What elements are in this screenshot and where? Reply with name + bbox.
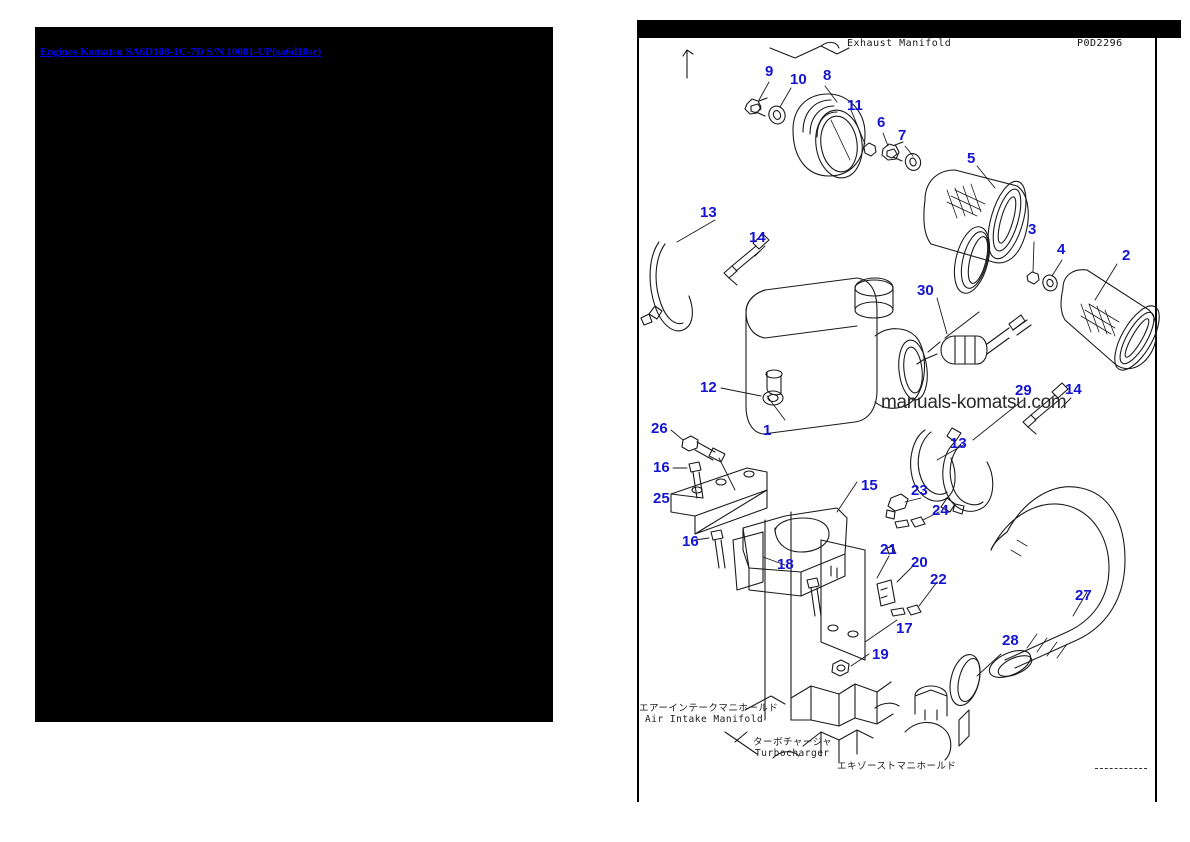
callout-number-10: 10 — [790, 71, 807, 88]
callout-number-16: 16 — [682, 533, 699, 550]
callout-number-8: 8 — [823, 67, 832, 84]
callout-number-19: 19 — [872, 646, 889, 663]
label-turbocharger-en: Turbocharger — [755, 748, 830, 759]
diagram-frame-left-border — [637, 38, 639, 802]
diagram-top-black-band — [637, 20, 1181, 38]
callout-number-4: 4 — [1057, 241, 1066, 258]
callout-number-18: 18 — [777, 556, 794, 573]
diagram-section-title: Exhaust Manifold — [847, 38, 952, 49]
callout-number-2: 2 — [1122, 247, 1131, 264]
parts-diagram-panel: Exhaust Manifold P0D2296 — [625, 20, 1181, 802]
callout-number-29: 29 — [1015, 382, 1032, 399]
callout-number-1: 1 — [763, 422, 772, 439]
watermark-text: manuals-komatsu.com — [881, 392, 1067, 413]
callout-number-15: 15 — [861, 477, 878, 494]
callout-number-27: 27 — [1075, 587, 1092, 604]
callout-number-24: 24 — [932, 502, 949, 519]
diagram-page-code: P0D2296 — [1077, 38, 1123, 49]
label-turbocharger-jp: ターボチャージャ — [753, 737, 833, 748]
callout-number-13: 13 — [700, 204, 717, 221]
callout-number-5: 5 — [967, 150, 976, 167]
document-preview-panel: Engines Komatsu SA6D108-1C-7D S/N 10001-… — [35, 27, 553, 722]
callout-number-30: 30 — [917, 282, 934, 299]
callout-number-13: 13 — [950, 435, 967, 452]
callout-number-26: 26 — [651, 420, 668, 437]
callout-number-22: 22 — [930, 571, 947, 588]
diagram-line-art — [640, 41, 1160, 763]
callout-number-16: 16 — [653, 459, 670, 476]
callout-number-14: 14 — [749, 229, 766, 246]
document-title-link[interactable]: Engines Komatsu SA6D108-1C-7D S/N 10001-… — [40, 46, 322, 58]
callout-number-11: 11 — [847, 97, 863, 114]
callout-number-23: 23 — [911, 482, 928, 499]
label-exhaust-manifold-jp: エキゾーストマニホールド — [837, 761, 957, 772]
diagram-frame-right-border — [1155, 38, 1157, 802]
callout-number-14: 14 — [1065, 381, 1082, 398]
callout-number-7: 7 — [898, 127, 907, 144]
callout-number-21: 21 — [880, 541, 897, 558]
callout-number-6: 6 — [877, 114, 886, 131]
callout-number-9: 9 — [765, 63, 774, 80]
label-air-intake-manifold-jp: エアーインテークマニホールド — [639, 703, 779, 714]
callout-number-20: 20 — [911, 554, 928, 571]
callout-number-12: 12 — [700, 379, 717, 396]
callout-number-3: 3 — [1028, 221, 1037, 238]
callout-number-25: 25 — [653, 490, 670, 507]
callout-number-17: 17 — [896, 620, 913, 637]
label-air-intake-manifold-en: Air Intake Manifold — [645, 714, 764, 725]
callout-number-28: 28 — [1002, 632, 1019, 649]
dashed-reference-mark — [1095, 768, 1147, 769]
